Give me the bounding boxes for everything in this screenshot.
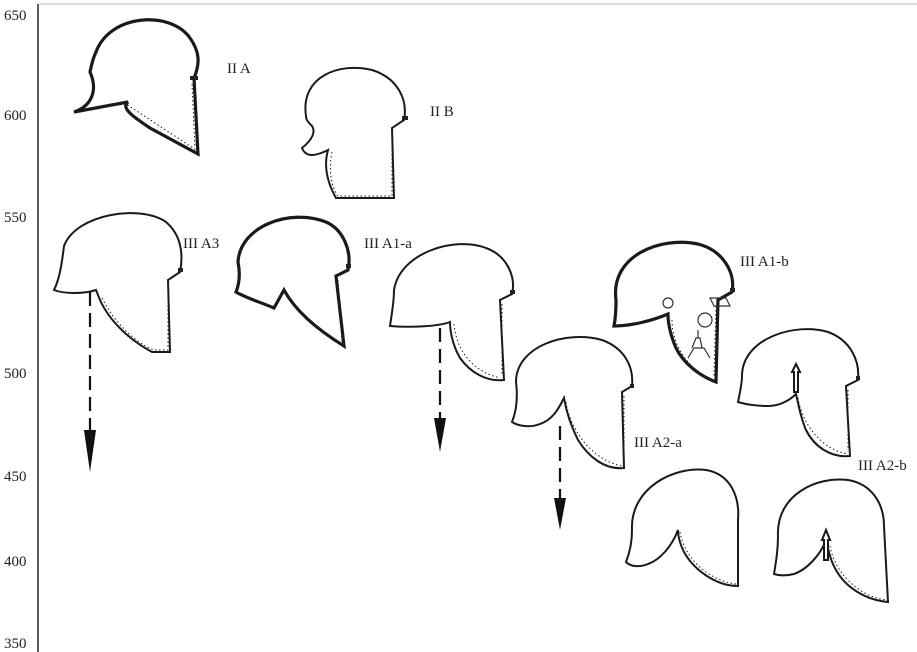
helmet-IIIA2a-upper-rim [565,396,625,467]
helmet-IIIA2b-upper-hinge [856,376,860,380]
arrow-IIIA3 [84,292,96,472]
helmet-IIIA2b-upper-rim [797,390,849,455]
helmet-IIIA3: III A3 [52,212,219,353]
arrow-IIIA2a [554,426,566,530]
helmet-IIIA2a-lower [624,468,740,588]
helmet-IIIA1a-lower-outline [388,243,514,382]
arrow-IIIA2a-head [554,498,566,530]
helmet-IIIA1a-lower [388,243,515,382]
helmet-IIB-label: II B [430,104,454,120]
helmet-IIIA1b-palmette [662,297,674,309]
axis-tick-350: 350 [4,636,27,652]
axis-tick-550: 550 [4,210,27,226]
helmet-IIIA2a-lower-rim [679,531,737,585]
helmet-IIIA2a-upper [510,336,634,470]
helmet-IIIA1b: III A1-b [612,240,789,385]
helmet-IIIA2b-label: III A2-b [858,458,907,474]
helmet-IIIA1a-upper-hinge [346,264,351,268]
helmet-IIIA2b-lower [772,478,890,604]
helmet-IIA-outline [73,18,200,157]
helmet-IIB-outline [300,66,406,199]
helmet-IIIA1b-rosette [697,312,713,328]
helmet-IIIA2b-upper [736,328,860,458]
helmet-IIIA2a-lower-outline [624,468,740,588]
helmet-IIIA3-hinge [178,268,183,272]
helmet-IIB-hinge [402,116,408,120]
helmet-IIIA3-outline [52,212,183,353]
helmet-IIIA2a-upper-outline [510,336,634,470]
helmet-IIIA1a-upper-outline [234,215,351,350]
helmet-IIIA1b-label: III A1-b [740,254,789,270]
axis-tick-600: 600 [4,108,27,124]
helmet-IIIA1b-outline [612,240,735,385]
helmet-IIIA1b-chariot [709,297,731,307]
axis-tick-500: 500 [4,366,27,382]
helmet-IIA-label: II A [227,61,251,77]
helmet-IIIA1b-hinge [730,288,735,292]
axis-ticks: 650 600 550 500 450 400 350 [4,8,27,652]
helmet-IIA-rim [75,83,197,151]
helmet-IIIA1b-rider [687,330,711,359]
axis-tick-400: 400 [4,554,27,570]
helmet-IIIA2a-upper-hinge [630,384,634,388]
helmet-IIIA2a-label: III A2-a [634,435,682,451]
helmet-IIIA1a-label: III A1-a [364,236,412,252]
helmet-IIB: II B [300,66,454,199]
helmet-IIIA1a-upper [234,215,351,350]
helmet-IIA: II A [73,18,251,157]
arrow-IIIA1a [434,328,446,452]
arrow-IIIA1a-head [434,418,446,452]
helmet-IIA-hinge [190,76,198,80]
arrow-IIIA3-head [84,430,96,472]
axis-tick-450: 450 [4,469,27,485]
helmet-IIIA3-label: III A3 [183,236,219,252]
helmet-IIIA2b-lower-crest-arrow [820,527,832,561]
axis-tick-650: 650 [4,8,27,24]
helmet-IIIA2b-upper-crest-arrow [790,361,802,393]
helmet-IIIA1a-lower-hinge [510,290,515,294]
